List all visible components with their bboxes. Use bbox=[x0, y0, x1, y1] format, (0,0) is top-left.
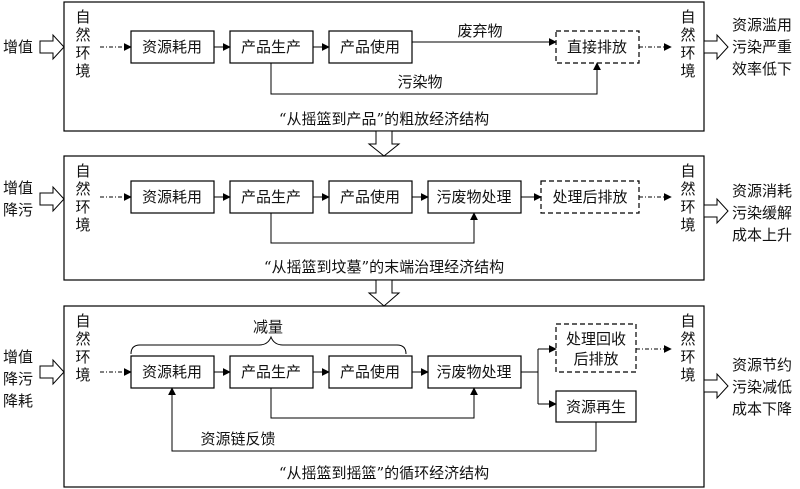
svg-text:产品生产: 产品生产 bbox=[241, 188, 301, 206]
connector-arrow-1 bbox=[367, 130, 401, 157]
svg-text:然: 然 bbox=[75, 26, 90, 44]
panel-extensive-economy: 自 然 环 境 自 然 环 境 增值 资源滥用 污染严重 效率低下 资源耗用 产… bbox=[3, 1, 792, 132]
svg-text:产品使用: 产品使用 bbox=[340, 38, 400, 56]
panel-3-input-label: 增值 降污 降耗 bbox=[3, 348, 33, 410]
svg-text:降污: 降污 bbox=[3, 201, 33, 219]
svg-text:环: 环 bbox=[75, 198, 90, 216]
svg-text:环: 环 bbox=[75, 348, 90, 366]
svg-text:产品使用: 产品使用 bbox=[340, 188, 400, 206]
panel-end-of-pipe-economy: 自 然 环 境 自 然 环 境 增值 降污 资源消耗 污染缓解 成本上升 资源耗… bbox=[3, 155, 792, 281]
svg-text:境: 境 bbox=[75, 366, 90, 384]
p3-node-production bbox=[229, 355, 314, 389]
svg-text:境: 境 bbox=[75, 216, 90, 234]
p1-node-resource-consumption bbox=[130, 30, 215, 64]
panel-1-env-right: 自 然 环 境 bbox=[680, 8, 695, 80]
svg-text:产品生产: 产品生产 bbox=[241, 363, 301, 381]
panel-circular-economy: 自 然 环 境 自 然 环 境 增值 降污 降耗 资源节约 污染减低 成本下降 … bbox=[3, 305, 792, 488]
p3-feedback-label: 资源链反馈 bbox=[200, 430, 275, 448]
svg-text:资源消耗: 资源消耗 bbox=[732, 182, 792, 200]
p1-arrow-pollutant bbox=[270, 62, 601, 95]
svg-text:增值: 增值 bbox=[3, 348, 33, 366]
svg-text:处理回收: 处理回收 bbox=[566, 330, 626, 348]
p3-arrow-production-to-treatment bbox=[270, 387, 478, 419]
svg-text:降耗: 降耗 bbox=[3, 392, 33, 410]
svg-text:资源耗用: 资源耗用 bbox=[142, 363, 202, 381]
svg-text:资源耗用: 资源耗用 bbox=[142, 188, 202, 206]
svg-text:产品使用: 产品使用 bbox=[340, 363, 400, 381]
panel-2-env-left: 自 然 环 境 bbox=[75, 162, 90, 234]
panel-3-caption: “从摇篮到摇篮”的循环经济结构 bbox=[279, 464, 489, 482]
p3-reduction-label: 减量 bbox=[253, 318, 283, 336]
p1-pollutant-label: 污染物 bbox=[397, 73, 442, 91]
p2-node-production bbox=[229, 180, 314, 214]
p2-node-resource-consumption bbox=[130, 180, 215, 214]
svg-text:自: 自 bbox=[680, 162, 695, 180]
p3-arrow-resource-feedback bbox=[168, 387, 597, 452]
panel-3-frame bbox=[63, 305, 705, 488]
panel-3-output-label: 资源节约 污染减低 成本下降 bbox=[732, 356, 792, 418]
svg-text:然: 然 bbox=[680, 180, 695, 198]
svg-text:资源节约: 资源节约 bbox=[732, 356, 792, 374]
panel-3-env-left: 自 然 环 境 bbox=[75, 312, 90, 384]
svg-text:然: 然 bbox=[75, 180, 90, 198]
panel-1-env-left: 自 然 环 境 bbox=[75, 8, 90, 80]
svg-text:后排放: 后排放 bbox=[573, 350, 618, 368]
svg-text:污染严重: 污染严重 bbox=[732, 38, 792, 56]
svg-text:资源耗用: 资源耗用 bbox=[142, 38, 202, 56]
panel-3-input-arrow bbox=[39, 358, 65, 386]
svg-text:自: 自 bbox=[680, 312, 695, 330]
svg-text:环: 环 bbox=[680, 44, 695, 62]
svg-text:然: 然 bbox=[680, 330, 695, 348]
svg-text:环: 环 bbox=[680, 198, 695, 216]
svg-text:降污: 降污 bbox=[3, 370, 33, 388]
p2-arrow-production-to-treatment bbox=[270, 212, 478, 244]
panel-1-input-label: 增值 bbox=[3, 38, 33, 56]
svg-text:处理后排放: 处理后排放 bbox=[552, 188, 627, 206]
panel-2-caption: “从摇篮到坟墓”的末端治理经济结构 bbox=[264, 258, 504, 276]
svg-text:资源滥用: 资源滥用 bbox=[732, 16, 792, 34]
p1-waste-label: 废弃物 bbox=[457, 22, 502, 40]
svg-text:污染缓解: 污染缓解 bbox=[732, 204, 792, 222]
p1-node-usage bbox=[328, 30, 413, 64]
svg-text:成本下降: 成本下降 bbox=[732, 400, 792, 418]
svg-text:然: 然 bbox=[75, 330, 90, 348]
panel-1-output-label: 资源滥用 污染严重 效率低下 bbox=[732, 16, 792, 78]
svg-text:自: 自 bbox=[75, 8, 90, 26]
panel-2-output-label: 资源消耗 污染缓解 成本上升 bbox=[732, 182, 792, 244]
svg-text:环: 环 bbox=[680, 348, 695, 366]
panel-1-output-arrow bbox=[703, 33, 729, 61]
svg-text:效率低下: 效率低下 bbox=[732, 60, 792, 78]
svg-text:自: 自 bbox=[75, 162, 90, 180]
svg-text:资源再生: 资源再生 bbox=[566, 398, 626, 416]
panel-3-output-arrow bbox=[703, 372, 729, 400]
svg-text:污染减低: 污染减低 bbox=[732, 378, 792, 396]
panel-2-output-arrow bbox=[703, 197, 729, 225]
panel-1-input-arrow bbox=[39, 33, 65, 61]
panel-1-caption: “从摇篮到产品”的粗放经济结构 bbox=[279, 110, 489, 128]
svg-text:环: 环 bbox=[75, 44, 90, 62]
svg-text:境: 境 bbox=[680, 62, 695, 80]
svg-text:产品生产: 产品生产 bbox=[241, 38, 301, 56]
panel-2-env-right: 自 然 环 境 bbox=[680, 162, 695, 234]
svg-text:增值: 增值 bbox=[3, 179, 33, 197]
svg-text:自: 自 bbox=[680, 8, 695, 26]
p3-reduction-brace bbox=[130, 335, 407, 355]
svg-text:自: 自 bbox=[75, 312, 90, 330]
svg-text:境: 境 bbox=[75, 62, 90, 80]
panel-2-input-label: 增值 降污 bbox=[3, 179, 33, 219]
svg-text:成本上升: 成本上升 bbox=[732, 226, 792, 244]
svg-text:直接排放: 直接排放 bbox=[567, 38, 627, 56]
svg-text:境: 境 bbox=[680, 216, 695, 234]
svg-text:污废物处理: 污废物处理 bbox=[436, 363, 511, 381]
svg-text:境: 境 bbox=[680, 366, 695, 384]
connector-arrow-2 bbox=[367, 279, 401, 307]
panel-2-input-arrow bbox=[39, 185, 65, 213]
svg-text:然: 然 bbox=[680, 26, 695, 44]
svg-text:污废物处理: 污废物处理 bbox=[436, 188, 511, 206]
panel-3-env-right: 自 然 环 境 bbox=[680, 312, 695, 384]
